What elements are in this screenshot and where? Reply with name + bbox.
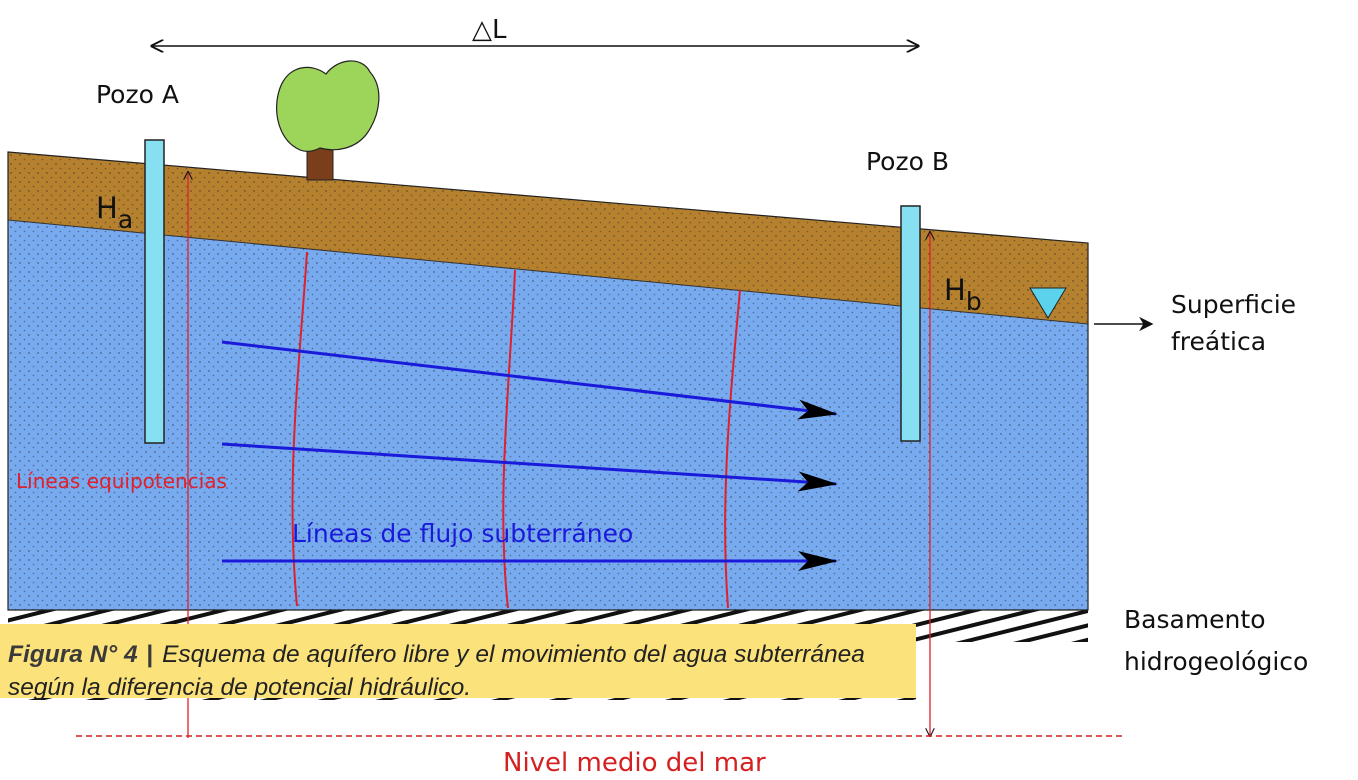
- water-table-symbol: [1029, 287, 1067, 319]
- aquifer-outline: [7, 151, 1089, 611]
- delta-l-label: △L: [472, 15, 507, 45]
- saturated-texture: [8, 220, 1088, 610]
- tree-crown: [276, 60, 380, 152]
- equipotential-label: Líneas equipotencias: [16, 469, 227, 493]
- well-b: [900, 205, 921, 442]
- flow-line-1: [221, 340, 838, 420]
- equipotential-line-1: [291, 251, 308, 607]
- head-a-label: Ha: [96, 191, 133, 234]
- flow-label: Líneas de flujo subterráneo: [292, 519, 633, 548]
- head-b-label: Hb: [944, 273, 982, 316]
- flow-line-2: [221, 442, 838, 492]
- well-a-label: Pozo A: [96, 80, 179, 109]
- basement-label-line2: hidrogeológico: [1124, 647, 1308, 676]
- caption-text: Esquema de aquífero libre y el movimient…: [8, 641, 865, 701]
- figure-number: Figura N° 4: [8, 641, 138, 668]
- sea-level-label: Nivel medio del mar: [503, 748, 766, 778]
- well-a: [144, 139, 165, 444]
- basement-label-line1: Basamento: [1124, 605, 1266, 634]
- well-b-label: Pozo B: [866, 147, 949, 176]
- water-table-label-line1: Superficie: [1171, 290, 1296, 319]
- water-table-label-line2: freática: [1171, 327, 1266, 356]
- figure-caption: Figura N° 4 | Esquema de aquífero libre …: [0, 624, 916, 701]
- equipotential-line-2: [502, 269, 516, 609]
- caption-separator: |: [146, 641, 154, 668]
- equipotential-line-3: [724, 289, 741, 609]
